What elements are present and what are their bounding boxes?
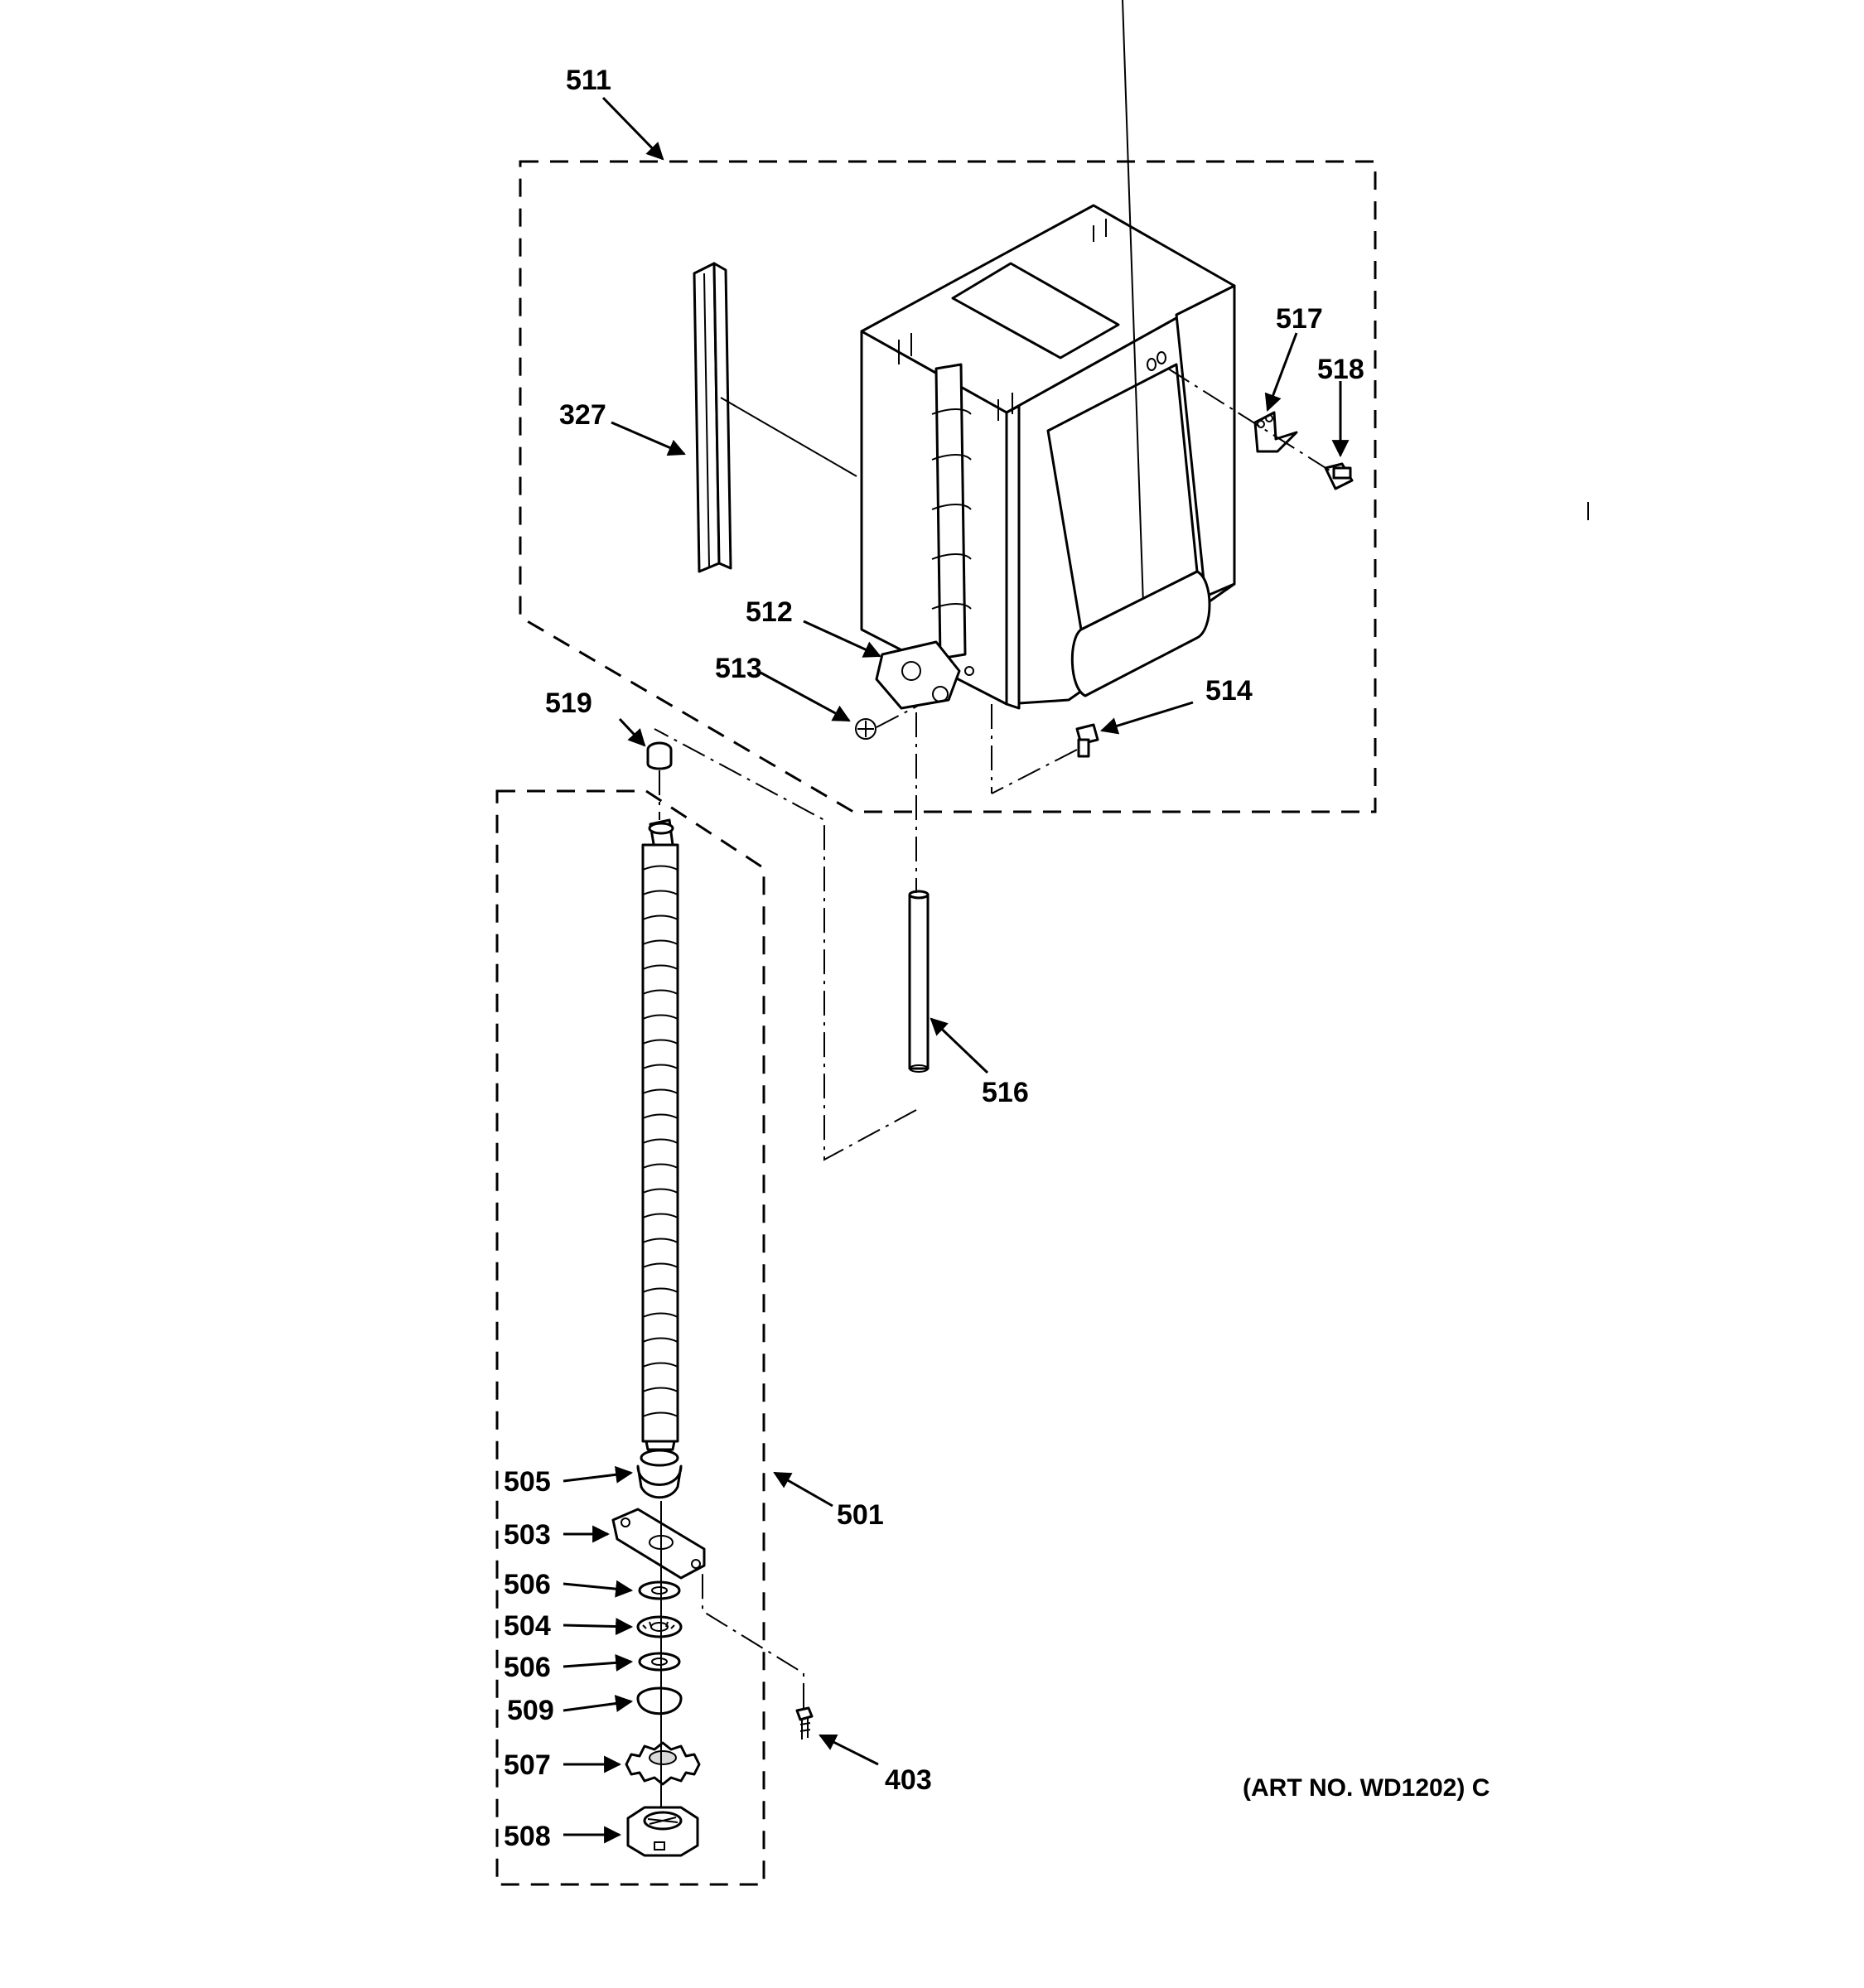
callout-506-lower: 506 bbox=[504, 1652, 551, 1683]
leader-327-to-housing bbox=[720, 397, 857, 477]
callout-511: 511 bbox=[566, 65, 611, 96]
leader-519 bbox=[618, 717, 646, 747]
leader-504 bbox=[563, 1618, 634, 1636]
centerline-513 bbox=[876, 705, 919, 728]
leader-517 bbox=[1264, 332, 1298, 412]
callout-501: 501 bbox=[837, 1499, 884, 1531]
cap-519 bbox=[646, 741, 673, 770]
dispenser-housing-511 bbox=[860, 0, 1236, 710]
callout-517: 517 bbox=[1276, 303, 1323, 335]
leader-513 bbox=[760, 671, 851, 722]
callout-518: 518 bbox=[1317, 354, 1364, 385]
callout-519: 519 bbox=[545, 688, 592, 719]
art-number: (ART NO. WD1202) C bbox=[1243, 1774, 1490, 1802]
leader-511 bbox=[601, 96, 664, 161]
callout-513: 513 bbox=[715, 653, 762, 684]
assembly-511-boundary bbox=[519, 160, 1377, 813]
bushing-505 bbox=[636, 1449, 683, 1499]
pin-516 bbox=[908, 890, 930, 1073]
leader-501 bbox=[773, 1471, 833, 1508]
callout-503: 503 bbox=[504, 1519, 551, 1551]
leader-327 bbox=[611, 421, 686, 456]
callout-504: 504 bbox=[504, 1610, 551, 1642]
centerline-403 bbox=[702, 1566, 804, 1708]
callout-516: 516 bbox=[982, 1077, 1029, 1108]
leader-403 bbox=[819, 1734, 879, 1766]
leader-509 bbox=[563, 1695, 634, 1712]
screw-518 bbox=[1324, 462, 1354, 490]
leader-506a bbox=[563, 1580, 634, 1598]
screw-514 bbox=[1075, 723, 1099, 758]
callout-327: 327 bbox=[559, 399, 606, 431]
seal-strip-327 bbox=[693, 262, 732, 573]
callout-514: 514 bbox=[1205, 675, 1253, 707]
lock-washer-504 bbox=[636, 1615, 683, 1638]
assembly-501-boundary bbox=[495, 789, 765, 1886]
callout-507: 507 bbox=[504, 1749, 551, 1781]
centerline-514 bbox=[991, 749, 1078, 794]
callout-512: 512 bbox=[746, 596, 793, 628]
washer-506-lower bbox=[638, 1652, 681, 1672]
plate-503 bbox=[611, 1508, 706, 1580]
clip-513 bbox=[855, 718, 876, 740]
leader-514 bbox=[1099, 701, 1194, 735]
leader-512 bbox=[803, 620, 881, 658]
callout-506-upper: 506 bbox=[504, 1569, 551, 1600]
centerline-518 bbox=[1167, 368, 1330, 471]
centerline-516-return bbox=[654, 728, 917, 1161]
callout-403: 403 bbox=[885, 1764, 932, 1796]
sprocket-507 bbox=[625, 1741, 701, 1786]
leader-516 bbox=[930, 1017, 989, 1074]
leader-505 bbox=[563, 1465, 634, 1484]
nut-508 bbox=[626, 1806, 699, 1857]
callout-508: 508 bbox=[504, 1821, 551, 1852]
housing-coil bbox=[931, 363, 972, 660]
spacer-509 bbox=[636, 1686, 683, 1715]
leader-506b bbox=[563, 1653, 634, 1672]
callout-509: 509 bbox=[507, 1695, 554, 1726]
auger-shaft-501 bbox=[641, 818, 679, 1451]
washer-506-upper bbox=[638, 1580, 681, 1600]
bearing-512 bbox=[875, 640, 974, 710]
screw-403 bbox=[795, 1706, 814, 1740]
callout-505: 505 bbox=[504, 1466, 551, 1498]
